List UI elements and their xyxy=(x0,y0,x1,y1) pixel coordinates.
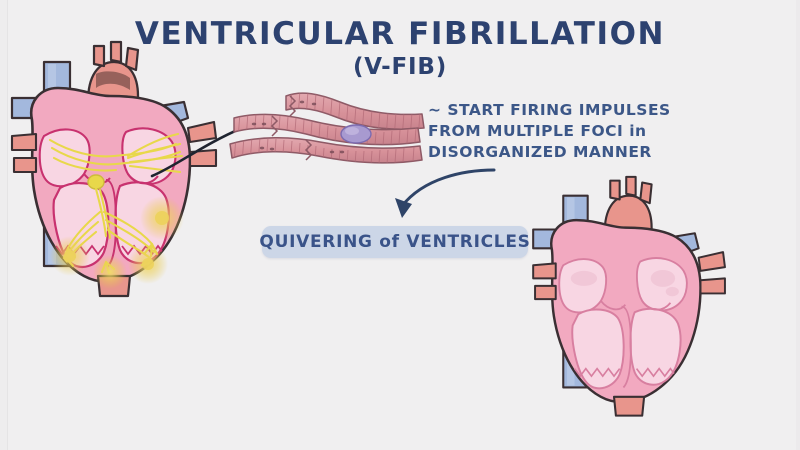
heart-chambers-right xyxy=(558,257,688,390)
heart-quivering xyxy=(532,175,726,417)
callout-text-c: VENTRICLES xyxy=(399,232,531,252)
note-line-2-lowercase: in xyxy=(629,122,647,140)
note-line-3: DISORGANIZED MANNER xyxy=(428,143,652,161)
ectopic-foci xyxy=(50,196,184,289)
callout-text-lowercase: of xyxy=(379,232,400,252)
right-frame-edge xyxy=(796,0,800,450)
cardiac-muscle-fibers xyxy=(229,92,425,164)
heart-with-conduction-system xyxy=(10,40,218,298)
firing-impulses-note: ~ START FIRING IMPULSES FROM MULTIPLE FO… xyxy=(428,100,671,163)
page-title: VENTRICULAR FIBRILLATION xyxy=(134,16,666,52)
quivering-of-ventricles-label: QUIVERING of VENTRICLES xyxy=(259,232,530,252)
curved-arrow-to-callout xyxy=(395,168,496,218)
leader-line-heart-to-fibers xyxy=(150,126,244,178)
quivering-of-ventricles-box: QUIVERING of VENTRICLES xyxy=(259,226,530,258)
note-line-2-main: FROM MULTIPLE FOCI xyxy=(428,122,630,140)
left-frame-edge xyxy=(0,0,8,450)
note-line-1: ~ START FIRING IMPULSES xyxy=(428,101,671,119)
callout-text-a: QUIVERING xyxy=(259,232,380,252)
note-line-2: FROM MULTIPLE FOCI in xyxy=(428,121,671,142)
page-subtitle: (V-FIB) xyxy=(352,54,448,80)
